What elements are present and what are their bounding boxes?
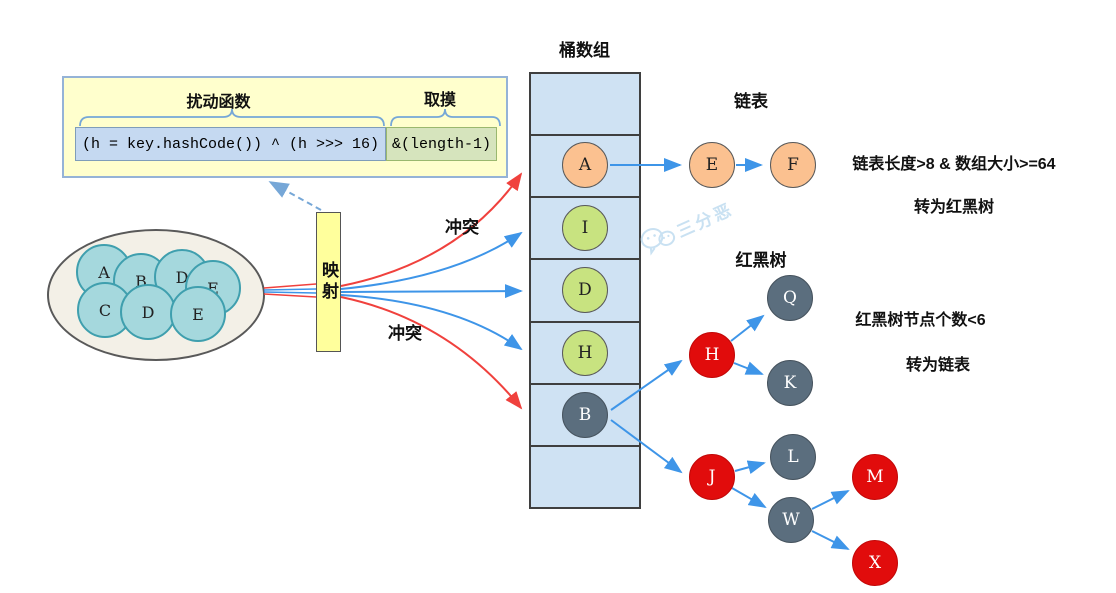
tree-node-H: H [689,332,735,378]
perturb-function-label: 扰动函数 [186,94,251,111]
bucket-cell-0 [531,74,639,134]
bucket-cell-4 [531,320,639,383]
list-node-E: E [689,142,735,188]
tree-node-L: L [770,434,816,480]
tree-node-Q: Q [767,275,813,321]
wechat-icon [640,228,676,256]
map-to-bucketA-arrow [340,172,523,287]
tree-node-X: X [852,540,898,586]
tree-node-M: M [852,454,898,500]
modulo-label: 取摸 [423,92,456,109]
key-map-line-red1 [263,283,317,289]
perturb-code: (h = key.hashCode()) ^ (h >>> 16) [75,127,386,161]
mapping-box: 映射 [316,212,341,352]
map-to-bucketI-arrow [340,231,523,290]
watermark-text: 三分恶 [673,199,737,241]
bucket-node-I: I [562,205,608,251]
bucket-cell-3 [531,258,639,320]
untreeify-result-text: 转为链表 [905,357,970,374]
bucket-array-title: 桶数组 [559,41,610,60]
key-map-line-blue2 [263,291,317,294]
bucket-node-A: A [562,142,608,188]
tree-node-K: K [767,360,813,406]
mapping-label: 映射 [319,261,338,303]
rbtree-title: 红黑树 [735,251,787,270]
H-to-Q-arrow [730,314,765,342]
watermark: 三分恶 [637,193,738,258]
key-map-line-blue1 [263,288,317,291]
key-node-E2: E [170,286,226,342]
J-to-W-arrow [731,487,767,508]
collision-label-bottom: 冲突 [388,324,422,343]
tree-node-W: W [768,497,814,543]
W-to-X-arrow [811,530,850,550]
bucket-cell-1 [531,134,639,196]
bucket-node-H: H [562,330,608,376]
treeify-condition-text: 链表长度>8 & 数组大小>=64 [852,156,1056,173]
bucket-cell-5 [531,382,639,445]
bucket-node-B: B [562,392,608,438]
list-node-F: F [770,142,816,188]
untreeify-condition-text: 红黑树节点个数<6 [855,312,986,329]
key-map-line-red2 [263,293,317,298]
treeify-result-text: 转为红黑树 [913,199,994,216]
bucket-node-D: D [562,267,608,313]
tree-node-J: J [689,454,735,500]
modulo-code: &(length-1) [386,127,497,161]
map-to-formula-arrow [268,181,322,211]
collision-label-top: 冲突 [445,218,479,237]
map-to-bucketD-arrow [340,284,523,299]
linked-list-title: 链表 [734,92,768,111]
key-node-D2: D [120,284,176,340]
H-to-K-arrow [733,361,764,375]
W-to-M-arrow [811,490,850,510]
map-to-bucketB-arrow [340,296,523,410]
bucket-cell-6 [531,444,639,507]
bucket-cell-2 [531,196,639,258]
J-to-L-arrow [734,460,766,475]
